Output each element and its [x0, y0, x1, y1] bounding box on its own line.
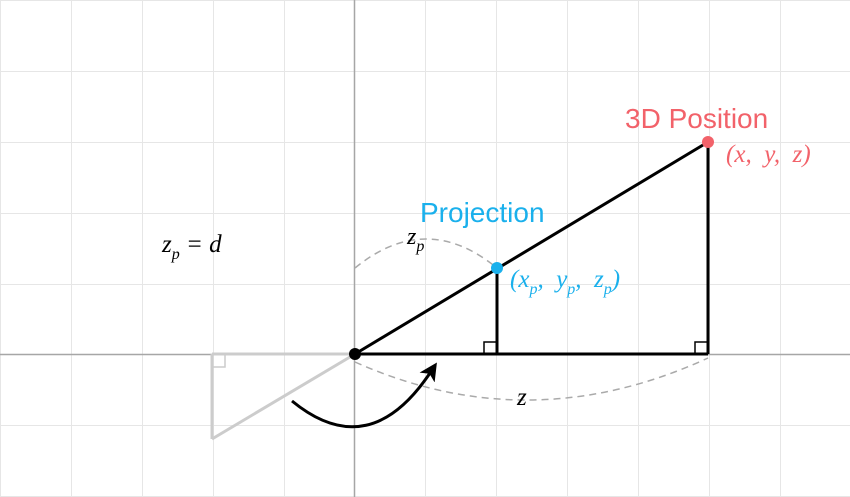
projection-point [491, 262, 503, 274]
projection-coords: (xp, yp, zp) [510, 266, 620, 298]
zp-equation: zp = d [161, 231, 222, 263]
position-coords: (x, y, z) [726, 141, 811, 168]
position-title: 3D Position [625, 103, 768, 134]
right-angle-mark-projection [483, 341, 497, 354]
position-point [702, 136, 714, 148]
rotation-arrow [291, 362, 437, 429]
line-of-sight [354, 140, 709, 356]
z-arc-label: z [516, 384, 527, 411]
zp-arc-label: zp [406, 224, 424, 255]
main-triangle [354, 140, 710, 356]
ghost-triangle [210, 352, 356, 441]
origin-point [349, 348, 361, 360]
projection-title: Projection [420, 197, 545, 228]
z-distance-arc [354, 357, 709, 401]
zp-distance-arc [354, 238, 498, 269]
right-angle-mark-position [694, 341, 708, 354]
